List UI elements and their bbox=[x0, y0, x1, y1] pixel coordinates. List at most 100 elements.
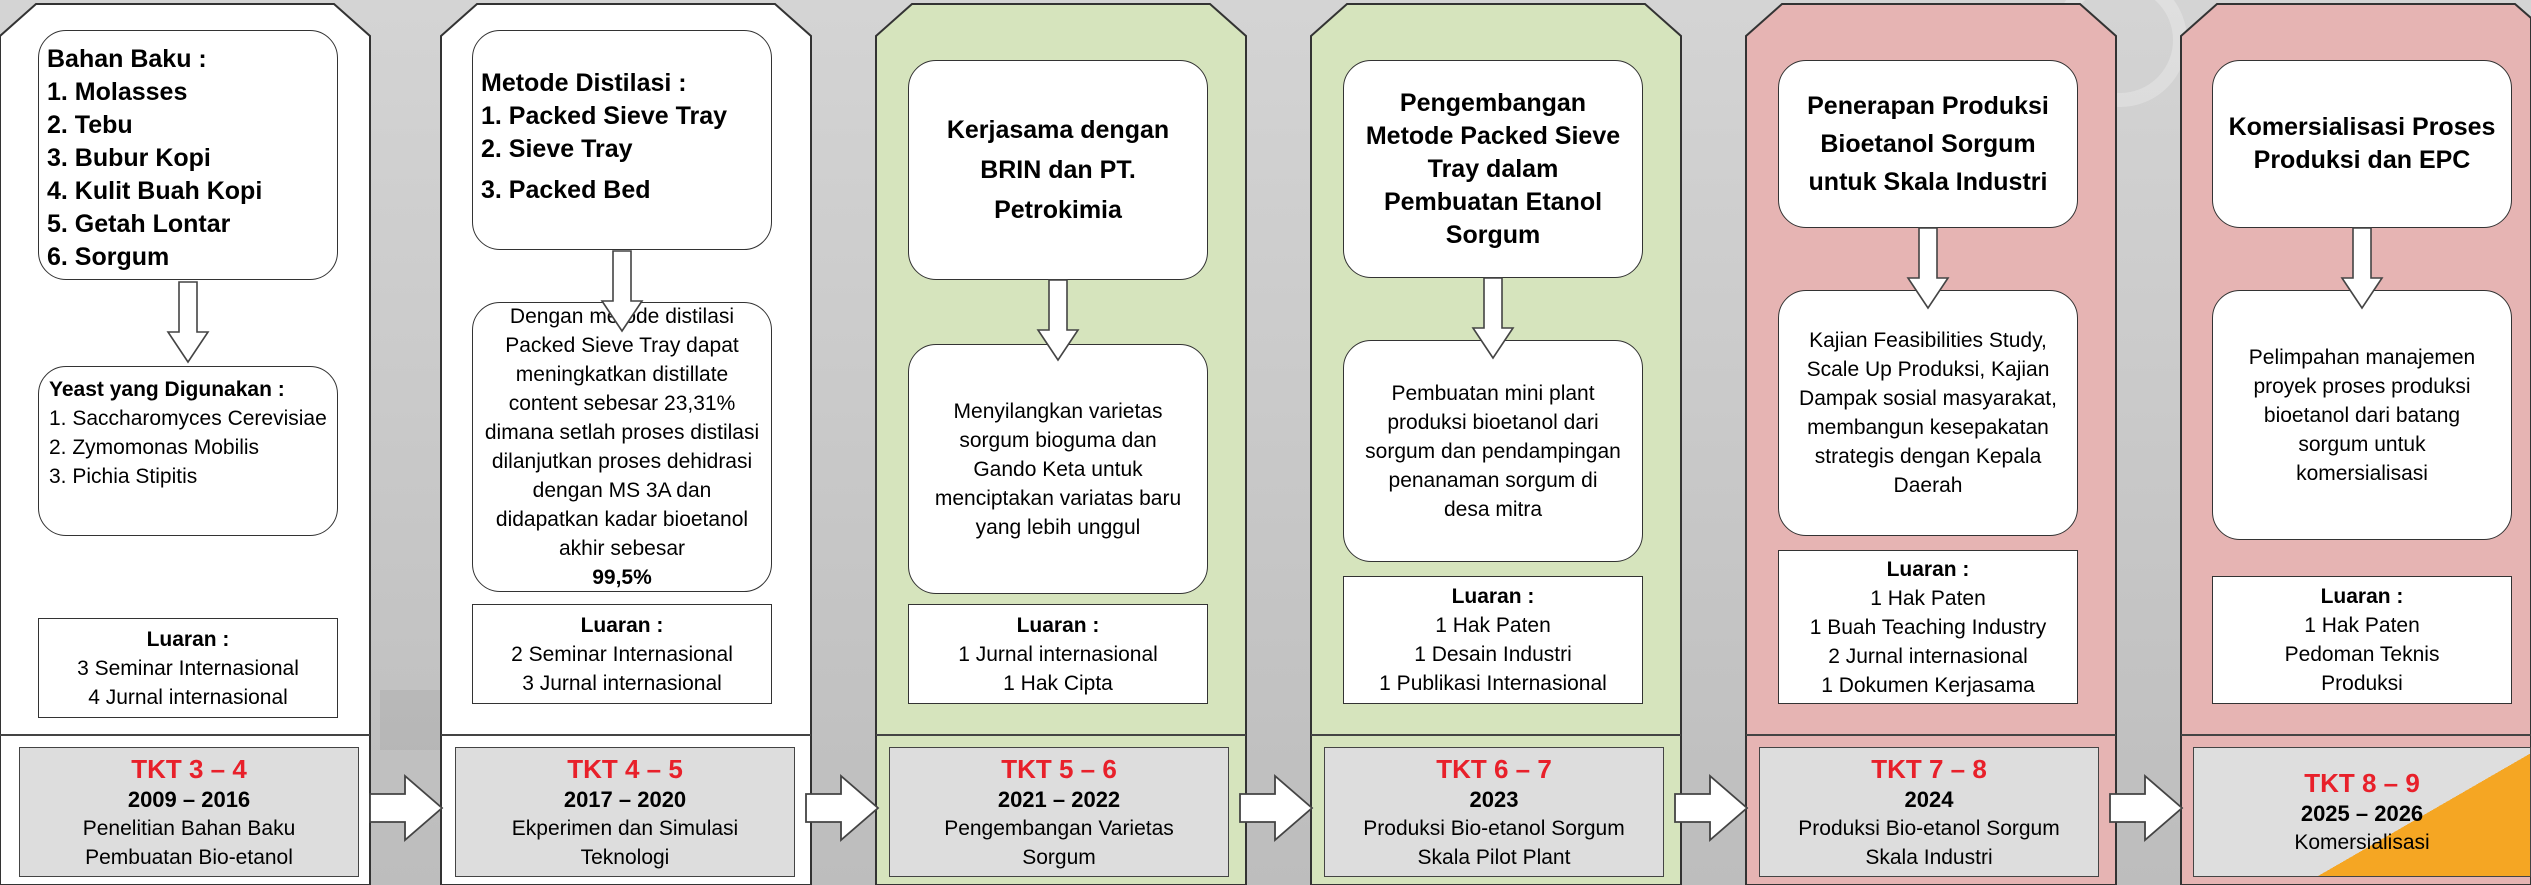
output-item: 1 Hak Paten bbox=[2304, 614, 2420, 637]
distillation-description-box: Dengan metode distilasi Packed Sieve Tra… bbox=[472, 302, 772, 592]
output-item: Produksi bbox=[2321, 672, 2403, 695]
tkt-desc: Pembuatan Bio-etanol bbox=[85, 845, 293, 869]
handover-description-box: Pelimpahan manajemen proyek proses produ… bbox=[2212, 290, 2512, 540]
output-item: 2 Jurnal internasional bbox=[1828, 644, 2028, 668]
commercialization-title-box: Komersialisasi Proses Produksi dan EPC bbox=[2212, 60, 2512, 228]
output-item: 1 Dokumen Kerjasama bbox=[1821, 673, 2035, 697]
output-item: 1 Hak Paten bbox=[1870, 586, 1986, 610]
tkt-desc: Skala Industri bbox=[1865, 845, 1993, 869]
output-title: Luaran : bbox=[146, 627, 230, 651]
output-title: Luaran : bbox=[1016, 613, 1100, 637]
output-item: Pedoman Teknis bbox=[2284, 643, 2440, 666]
output-title: Luaran : bbox=[2320, 585, 2404, 608]
right-arrow-icon bbox=[2109, 775, 2183, 841]
material-item: 6. Sorgum bbox=[47, 243, 170, 271]
output-item: 4 Jurnal internasional bbox=[88, 685, 288, 709]
material-item: 5. Getah Lontar bbox=[47, 210, 231, 238]
tkt-box-stage1: TKT 3 – 4 2009 – 2016 Penelitian Bahan B… bbox=[19, 747, 359, 877]
materials-box: Bahan Baku : 1. Molasses 2. Tebu 3. Bubu… bbox=[38, 30, 338, 280]
tkt-desc: Penelitian Bahan Baku bbox=[82, 816, 296, 840]
method-item: 3. Packed Bed bbox=[481, 176, 651, 204]
down-arrow-icon bbox=[2341, 227, 2383, 309]
output-box-stage4: Luaran : 1 Hak Paten 1 Desain Industri 1… bbox=[1343, 576, 1643, 704]
output-box-stage1: Luaran : 3 Seminar Internasional 4 Jurna… bbox=[38, 618, 338, 718]
tkt-desc: Sorgum bbox=[1022, 845, 1096, 869]
variety-description: Menyilangkan varietas sorgum bioguma dan… bbox=[934, 399, 1182, 539]
methods-heading: Metode Distilasi : bbox=[481, 69, 687, 97]
materials-heading: Bahan Baku : bbox=[47, 45, 207, 73]
tkt-level: TKT 3 – 4 bbox=[131, 753, 247, 784]
tkt-box-stage3: TKT 5 – 6 2021 – 2022 Pengembangan Varie… bbox=[889, 747, 1229, 877]
tkt-level: TKT 8 – 9 bbox=[2304, 768, 2420, 798]
tkt-level: TKT 7 – 8 bbox=[1871, 753, 1987, 784]
output-item: 1 Publikasi Internasional bbox=[1379, 672, 1607, 695]
tkt-years: 2021 – 2022 bbox=[997, 786, 1121, 812]
down-arrow-icon bbox=[1037, 279, 1079, 361]
tkt-desc: Produksi Bio-etanol Sorgum bbox=[1363, 816, 1625, 840]
down-arrow-icon bbox=[601, 250, 643, 332]
feasibility-description: Kajian Feasibilities Study, Scale Up Pro… bbox=[1799, 329, 2057, 497]
tkt-desc: Komersialisasi bbox=[2294, 831, 2430, 854]
yeast-item: 2. Zymomonas Mobilis bbox=[49, 436, 260, 459]
tkt-box-stage5: TKT 7 – 8 2024 Produksi Bio-etanol Sorgu… bbox=[1759, 747, 2099, 877]
material-item: 3. Bubur Kopi bbox=[47, 144, 211, 172]
industrial-title-box: Penerapan Produksi Bioetanol Sorgum untu… bbox=[1778, 60, 2078, 228]
output-box-stage5: Luaran : 1 Hak Paten 1 Buah Teaching Ind… bbox=[1778, 550, 2078, 704]
tkt-years: 2017 – 2020 bbox=[563, 786, 687, 812]
material-item: 4. Kulit Buah Kopi bbox=[47, 177, 263, 205]
output-item: 1 Desain Industri bbox=[1414, 643, 1572, 666]
distillation-result: 99,5% bbox=[592, 566, 652, 589]
right-arrow-icon bbox=[1674, 775, 1748, 841]
output-box-stage2: Luaran : 2 Seminar Internasional 3 Jurna… bbox=[472, 604, 772, 704]
methods-box: Metode Distilasi : 1. Packed Sieve Tray … bbox=[472, 30, 772, 250]
yeast-item: 1. Saccharomyces Cerevisiae bbox=[49, 407, 327, 430]
pilot-description: Pembuatan mini plant produksi bioetanol … bbox=[1365, 381, 1621, 521]
output-item: 2 Seminar Internasional bbox=[511, 642, 733, 666]
industrial-title: Penerapan Produksi Bioetanol Sorgum untu… bbox=[1807, 92, 2049, 196]
tkt-box-stage2: TKT 4 – 5 2017 – 2020 Ekperimen dan Simu… bbox=[455, 747, 795, 877]
method-item: 2. Sieve Tray bbox=[481, 135, 633, 163]
down-arrow-icon bbox=[1472, 277, 1514, 359]
down-arrow-icon bbox=[1907, 227, 1949, 309]
method-item: 1. Packed Sieve Tray bbox=[481, 102, 728, 130]
title-line: Petrokimia bbox=[994, 196, 1122, 224]
output-item: 1 Jurnal internasional bbox=[958, 642, 1158, 666]
collaboration-title-box: Kerjasama dengan BRIN dan PT. Petrokimia bbox=[908, 60, 1208, 280]
tkt-desc: Pengembangan Varietas bbox=[944, 816, 1174, 840]
development-title: Pengembangan Metode Packed Sieve Tray da… bbox=[1365, 88, 1621, 249]
tkt-years: 2023 bbox=[1469, 786, 1519, 812]
yeast-item: 3. Pichia Stipitis bbox=[49, 465, 198, 488]
material-item: 1. Molasses bbox=[47, 78, 188, 106]
handover-description: Pelimpahan manajemen proyek proses produ… bbox=[2248, 345, 2476, 485]
tkt-level: TKT 6 – 7 bbox=[1436, 753, 1552, 784]
commercialization-title: Komersialisasi Proses Produksi dan EPC bbox=[2228, 113, 2496, 174]
pilot-description-box: Pembuatan mini plant produksi bioetanol … bbox=[1343, 340, 1643, 562]
distillation-description: Dengan metode distilasi Packed Sieve Tra… bbox=[484, 305, 760, 560]
tkt-years: 2024 bbox=[1904, 786, 1954, 812]
tkt-box-stage4: TKT 6 – 7 2023 Produksi Bio-etanol Sorgu… bbox=[1324, 747, 1664, 877]
title-line: BRIN dan PT. bbox=[980, 156, 1136, 184]
tkt-box-stage6: TKT 8 – 9 2025 – 2026 Komersialisasi bbox=[2193, 747, 2531, 877]
tkt-years: 2025 – 2026 bbox=[2300, 801, 2424, 826]
yeast-heading: Yeast yang Digunakan : bbox=[49, 378, 285, 401]
output-item: 1 Hak Cipta bbox=[1003, 671, 1113, 695]
variety-description-box: Menyilangkan varietas sorgum bioguma dan… bbox=[908, 344, 1208, 594]
tkt-level: TKT 4 – 5 bbox=[567, 753, 683, 784]
output-item: 1 Hak Paten bbox=[1435, 614, 1551, 637]
right-arrow-icon bbox=[805, 775, 879, 841]
title-line: Kerjasama dengan bbox=[946, 116, 1170, 144]
down-arrow-icon bbox=[167, 281, 209, 363]
output-item: 3 Jurnal internasional bbox=[522, 671, 722, 695]
tkt-desc: Ekperimen dan Simulasi bbox=[511, 816, 739, 840]
tkt-years: 2009 – 2016 bbox=[127, 786, 251, 812]
right-arrow-icon bbox=[369, 775, 443, 841]
tkt-desc: Produksi Bio-etanol Sorgum bbox=[1798, 816, 2060, 840]
output-title: Luaran : bbox=[1451, 585, 1535, 608]
output-title: Luaran : bbox=[1886, 557, 1970, 581]
tkt-desc: Skala Pilot Plant bbox=[1417, 845, 1571, 869]
output-item: 1 Buah Teaching Industry bbox=[1809, 615, 2047, 639]
right-arrow-icon bbox=[1239, 775, 1313, 841]
output-item: 3 Seminar Internasional bbox=[77, 656, 299, 680]
output-box-stage6: Luaran : 1 Hak Paten Pedoman Teknis Prod… bbox=[2212, 576, 2512, 704]
